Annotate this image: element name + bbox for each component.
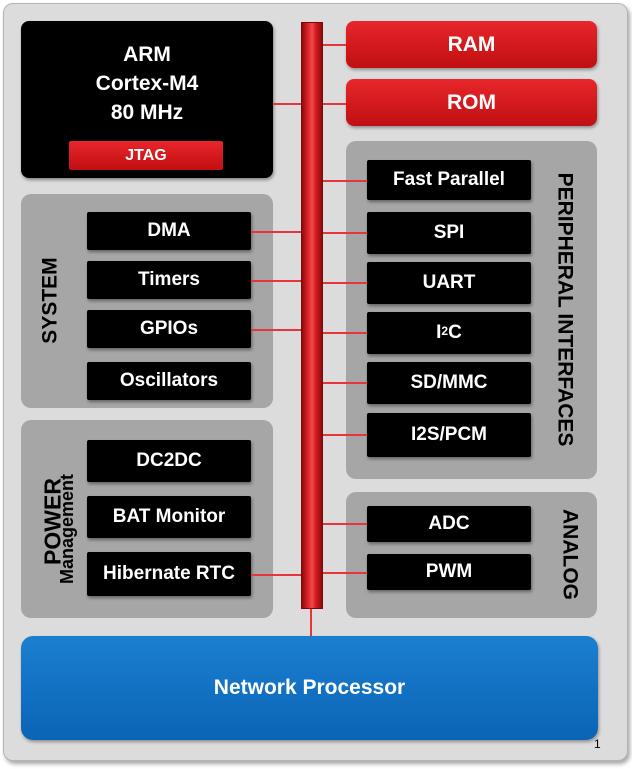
cpu-name: ARM: [123, 43, 171, 66]
rom-block: ROM: [346, 79, 597, 126]
cpu-frequency: 80 MHz: [110, 101, 184, 124]
jtag-block: JTAG: [69, 141, 223, 170]
gpios-block: GPIOs: [87, 310, 251, 348]
i2c-label-i: I: [436, 322, 442, 343]
page-number: 1: [594, 737, 601, 751]
i2c-label-c: C: [448, 322, 462, 343]
hibernate-rtc-block: Hibernate RTC: [87, 552, 251, 596]
sd-mmc-block: SD/MMC: [367, 362, 531, 404]
fast-parallel-block: Fast Parallel: [367, 160, 531, 200]
system-bus: [301, 22, 323, 609]
power-subtitle: Management: [57, 473, 77, 585]
oscillators-block: Oscillators: [87, 362, 251, 400]
connector-cpu: [273, 103, 301, 105]
bat-monitor-block: BAT Monitor: [87, 496, 251, 538]
connector-dma: [251, 231, 301, 233]
i2s-pcm-block: I2S/PCM: [367, 413, 531, 457]
connector-hibernate-rtc: [251, 574, 301, 576]
connector-fast-parallel: [321, 180, 367, 182]
connector-ram: [321, 44, 346, 46]
connector-spi: [321, 232, 367, 234]
connector-i2c: [321, 332, 367, 334]
dma-block: DMA: [87, 212, 251, 250]
connector-gpios: [251, 329, 301, 331]
connector-sd-mmc: [321, 382, 367, 384]
connector-i2s-pcm: [321, 434, 367, 436]
connector-adc: [321, 523, 367, 525]
spi-block: SPI: [367, 212, 531, 254]
analog-title: ANALOG: [558, 509, 582, 600]
connector-pwm: [321, 572, 367, 574]
network-processor-block: Network Processor: [21, 636, 598, 740]
connector-timers: [251, 280, 301, 282]
connector-rom: [321, 103, 346, 105]
connector-network: [310, 607, 312, 636]
connector-uart: [321, 282, 367, 284]
ram-block: RAM: [346, 21, 597, 68]
system-title: SYSTEM: [38, 257, 62, 344]
i2c-label-superscript: 2: [441, 324, 449, 338]
peripheral-title: PERIPHERAL INTERFACES: [553, 172, 577, 447]
adc-block: ADC: [367, 506, 531, 542]
cpu-core: Cortex-M4: [95, 72, 199, 95]
timers-block: Timers: [87, 261, 251, 299]
uart-block: UART: [367, 262, 531, 304]
dc2dc-block: DC2DC: [87, 440, 251, 482]
pwm-block: PWM: [367, 554, 531, 590]
